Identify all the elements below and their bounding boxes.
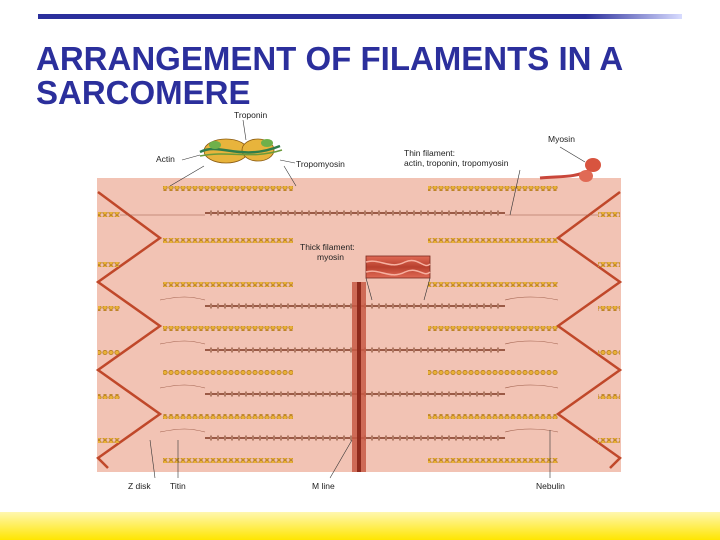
thin-filament	[163, 414, 293, 419]
thin-filament	[163, 370, 293, 375]
thin-filament-stub	[598, 262, 620, 267]
thin-filament	[428, 370, 558, 375]
footer-band	[0, 512, 720, 540]
thin-filament-inset	[169, 138, 297, 187]
label-thick-filament-components: myosin	[317, 252, 344, 262]
label-z-disk: Z disk	[128, 481, 151, 491]
thin-filaments	[98, 186, 620, 463]
label-troponin: Troponin	[234, 110, 268, 120]
thin-filament-stub	[598, 306, 620, 311]
thin-filament	[428, 238, 558, 243]
label-thin-filament-components: actin, troponin, tropomyosin	[404, 158, 509, 168]
z-disk-right	[555, 190, 623, 469]
thin-filament-stub	[598, 394, 620, 399]
thin-filament-stub	[598, 438, 620, 443]
label-actin: Actin	[156, 154, 175, 164]
label-myosin: Myosin	[548, 134, 575, 144]
label-titin: Titin	[170, 481, 186, 491]
thin-filament	[428, 458, 558, 463]
thin-filament	[428, 414, 558, 419]
z-disk-left	[95, 190, 163, 469]
label-thin-filament-title: Thin filament:	[404, 148, 456, 158]
label-thick-filament-title: Thick filament:	[300, 242, 355, 252]
thin-filament-stub	[598, 212, 620, 217]
myosin-molecule	[539, 158, 601, 182]
thin-filament-stub	[98, 306, 120, 311]
thin-filament-stub	[98, 350, 120, 355]
titin-lines	[120, 214, 598, 433]
thin-filament-stub	[98, 394, 120, 399]
label-pointers	[149, 119, 586, 479]
m-line-core	[357, 282, 361, 472]
thin-filament	[428, 282, 558, 287]
label-tropomyosin: Tropomyosin	[296, 159, 345, 169]
thin-filament	[163, 282, 293, 287]
thin-filament	[163, 326, 293, 331]
title-accent-bar	[38, 14, 682, 19]
thin-filament-stub	[98, 262, 120, 267]
thin-filament	[163, 458, 293, 463]
label-nebulin: Nebulin	[536, 481, 565, 491]
label-m-line: M line	[312, 481, 335, 491]
thin-filament	[428, 326, 558, 331]
slide-title: ARRANGEMENT OF FILAMENTS IN A SARCOMERE	[36, 40, 623, 111]
thick-filament-inset	[365, 255, 431, 301]
thin-filament-stub	[598, 350, 620, 355]
thin-filament	[428, 186, 558, 191]
thin-filament	[163, 186, 293, 191]
thin-filament	[163, 238, 293, 243]
thin-filament-stub	[98, 438, 120, 443]
thin-filament-stub	[98, 212, 120, 217]
